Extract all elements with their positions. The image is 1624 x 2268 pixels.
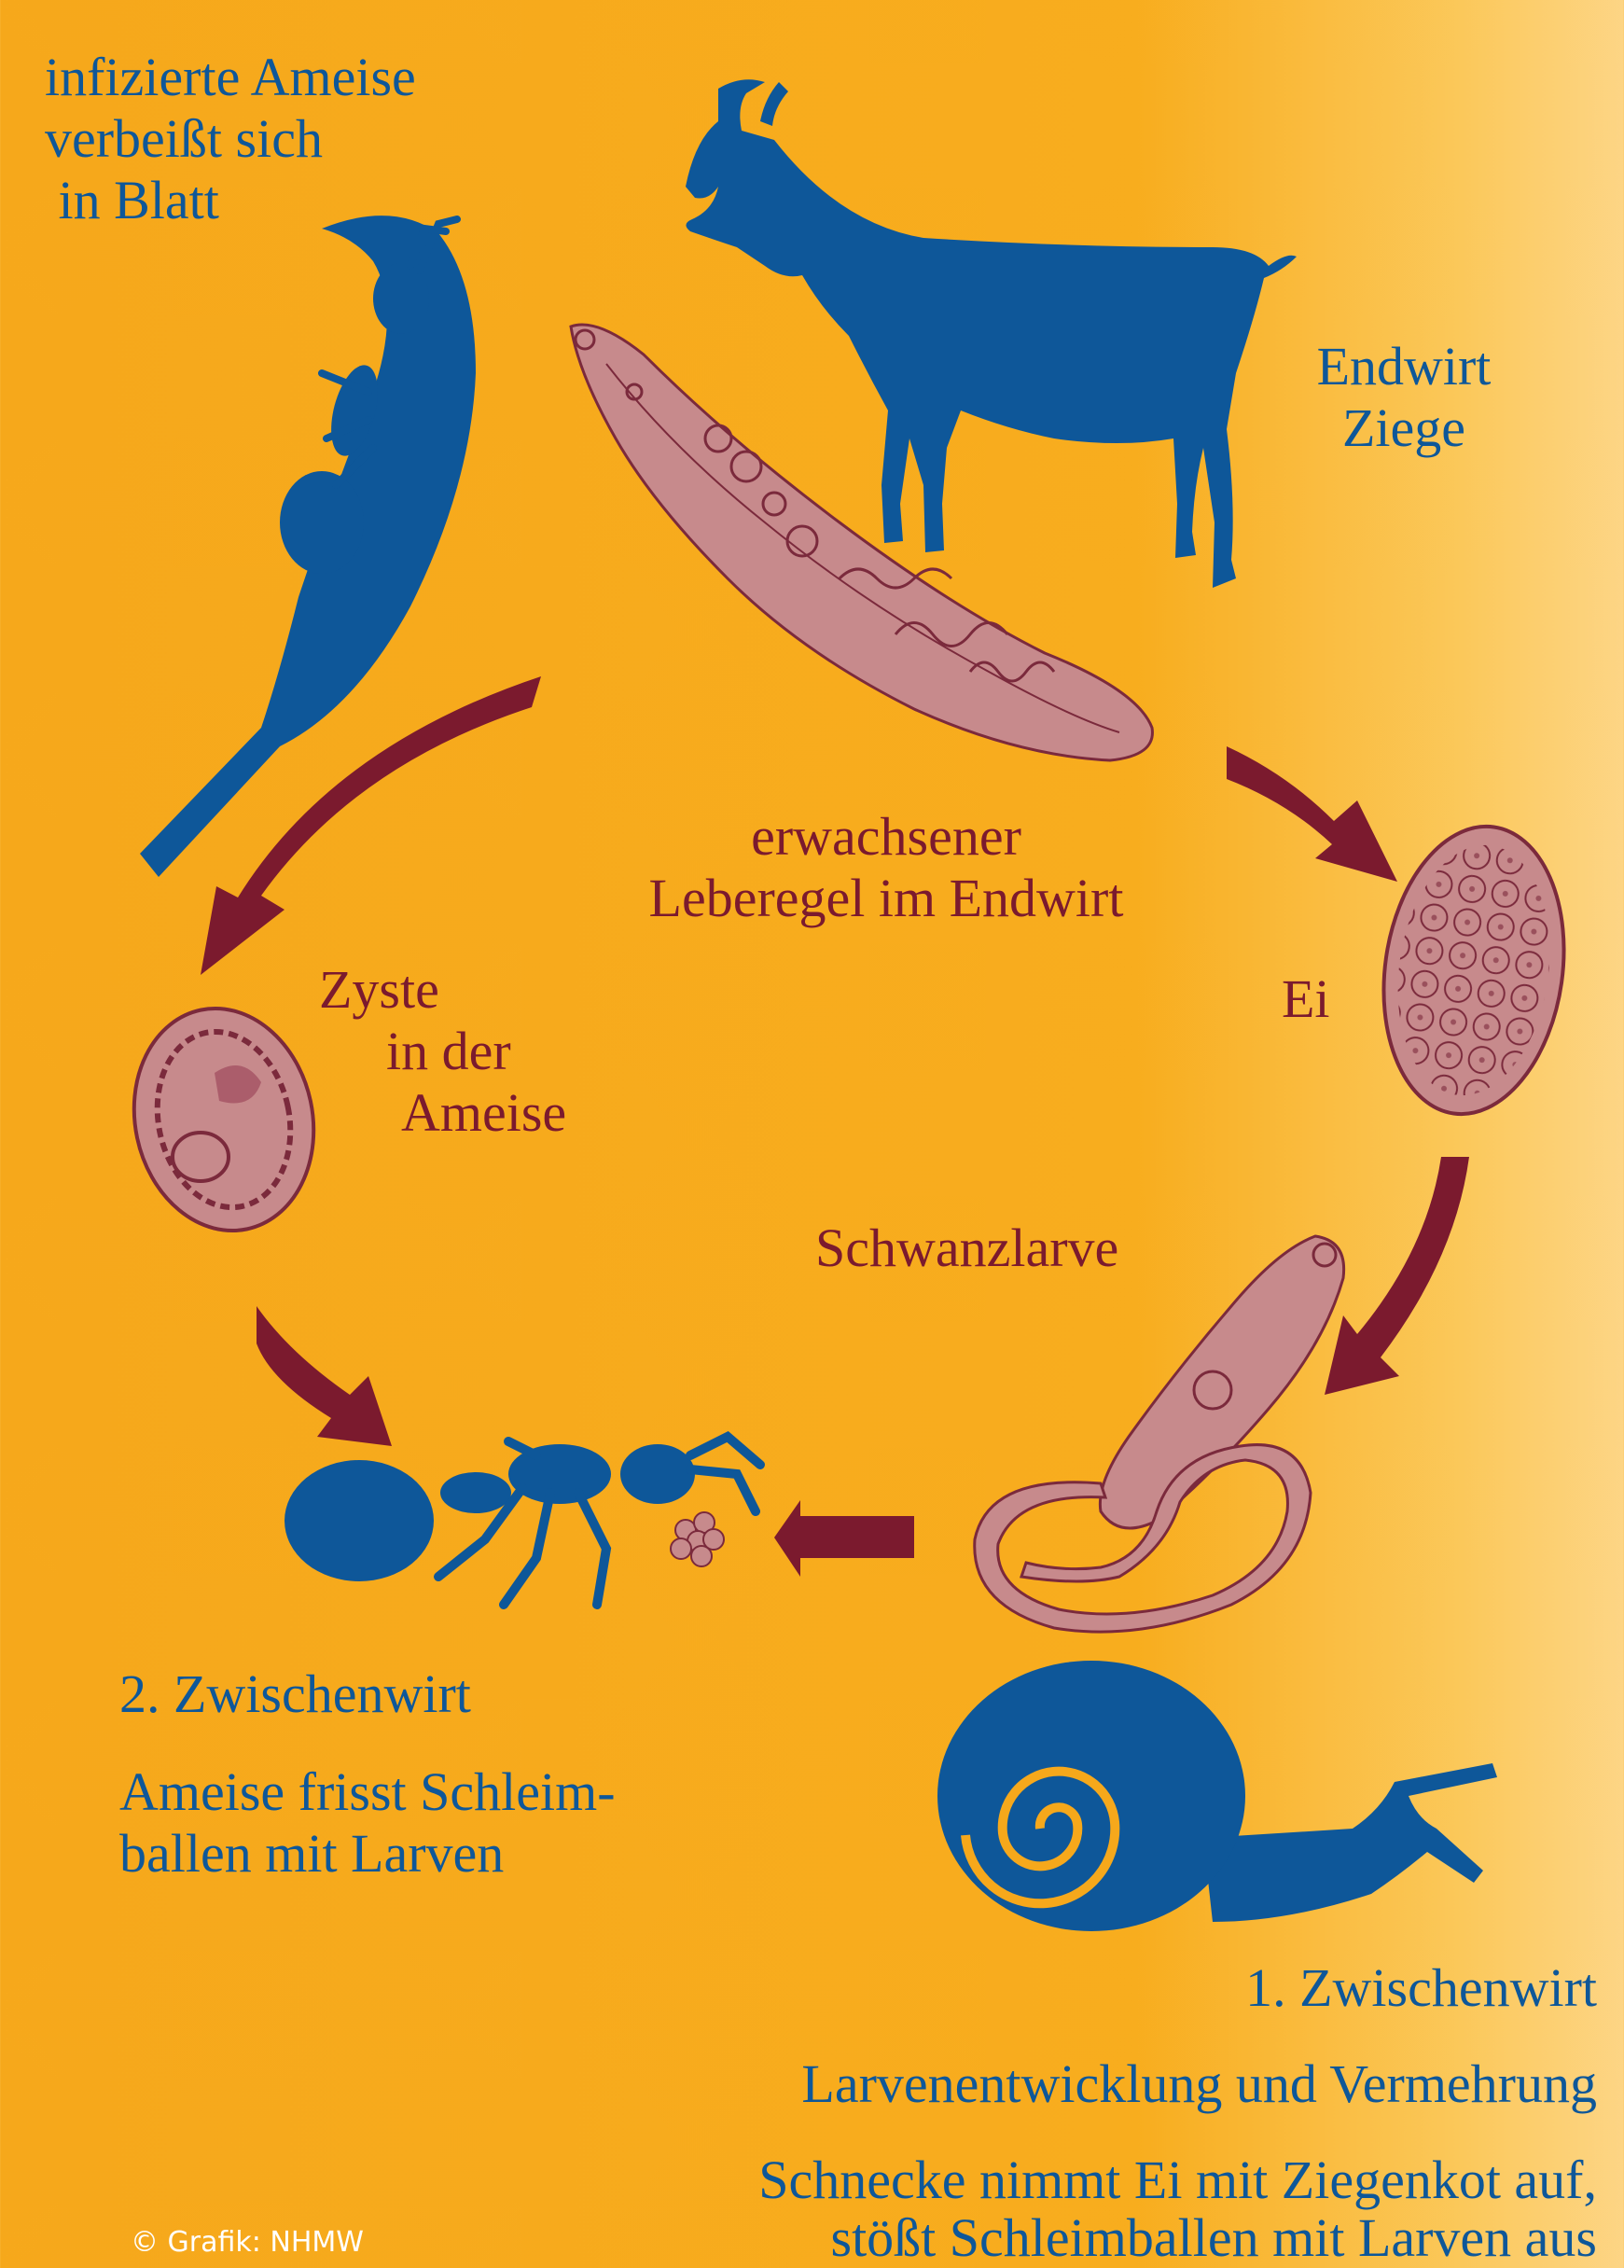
label-first-host-desc: Schnecke nimmt Ei mit Ziegenkot auf, stö…	[758, 2151, 1597, 2267]
cycle-arrow-icon	[1325, 1157, 1469, 1395]
snail-icon	[937, 1661, 1497, 1931]
label-line: Schnecke nimmt Ei mit Ziegenkot auf,	[758, 2151, 1597, 2209]
ant-icon	[285, 1437, 760, 1605]
ant-on-leaf-icon	[140, 216, 476, 877]
label-line: erwachsener	[560, 806, 1213, 868]
larvae-ball	[671, 1512, 724, 1566]
copyright-notice: © Grafik: NHMW	[131, 2226, 364, 2259]
cycle-arrow-icon	[201, 676, 541, 975]
label-line: Ziege	[1278, 397, 1530, 459]
label-first-host-title: 1. Zwischenwirt	[1245, 1957, 1597, 2019]
label-line: stößt Schleimballen mit Larven aus	[758, 2209, 1597, 2267]
cercaria-icon	[975, 1236, 1344, 1632]
cycle-arrow-icon	[774, 1500, 914, 1577]
egg-icon	[1366, 814, 1581, 1125]
label-line: in Blatt	[45, 170, 416, 231]
label-second-host-title: 2. Zwischenwirt	[119, 1663, 471, 1725]
label-infected-ant: infizierte Ameise verbeißt sich in Blatt	[45, 47, 416, 231]
label-line: Ameise	[308, 1082, 606, 1144]
cycle-arrow-icon	[1227, 746, 1397, 882]
label-line: infizierte Ameise	[45, 47, 416, 108]
label-adult-fluke: erwachsener Leberegel im Endwirt	[560, 806, 1213, 929]
label-cercaria: Schwanzlarve	[815, 1217, 1118, 1279]
label-line: verbeißt sich	[45, 108, 416, 170]
label-line: Leberegel im Endwirt	[560, 868, 1213, 929]
label-line: Ameise frisst Schleim-	[119, 1761, 616, 1823]
label-line: Zyste	[308, 959, 606, 1021]
label-egg: Ei	[1282, 968, 1330, 1030]
label-line: ballen mit Larven	[119, 1823, 616, 1885]
label-second-host-desc: Ameise frisst Schleim- ballen mit Larven	[119, 1761, 616, 1885]
cycle-arrow-icon	[257, 1306, 392, 1446]
cyst-icon	[114, 992, 334, 1247]
label-line: Endwirt	[1278, 336, 1530, 397]
label-cyst: Zyste in der Ameise	[308, 959, 606, 1144]
label-line: in der	[308, 1021, 606, 1082]
label-first-host-development: Larvenentwicklung und Vermehrung	[801, 2053, 1597, 2115]
label-final-host: Endwirt Ziege	[1278, 336, 1530, 459]
